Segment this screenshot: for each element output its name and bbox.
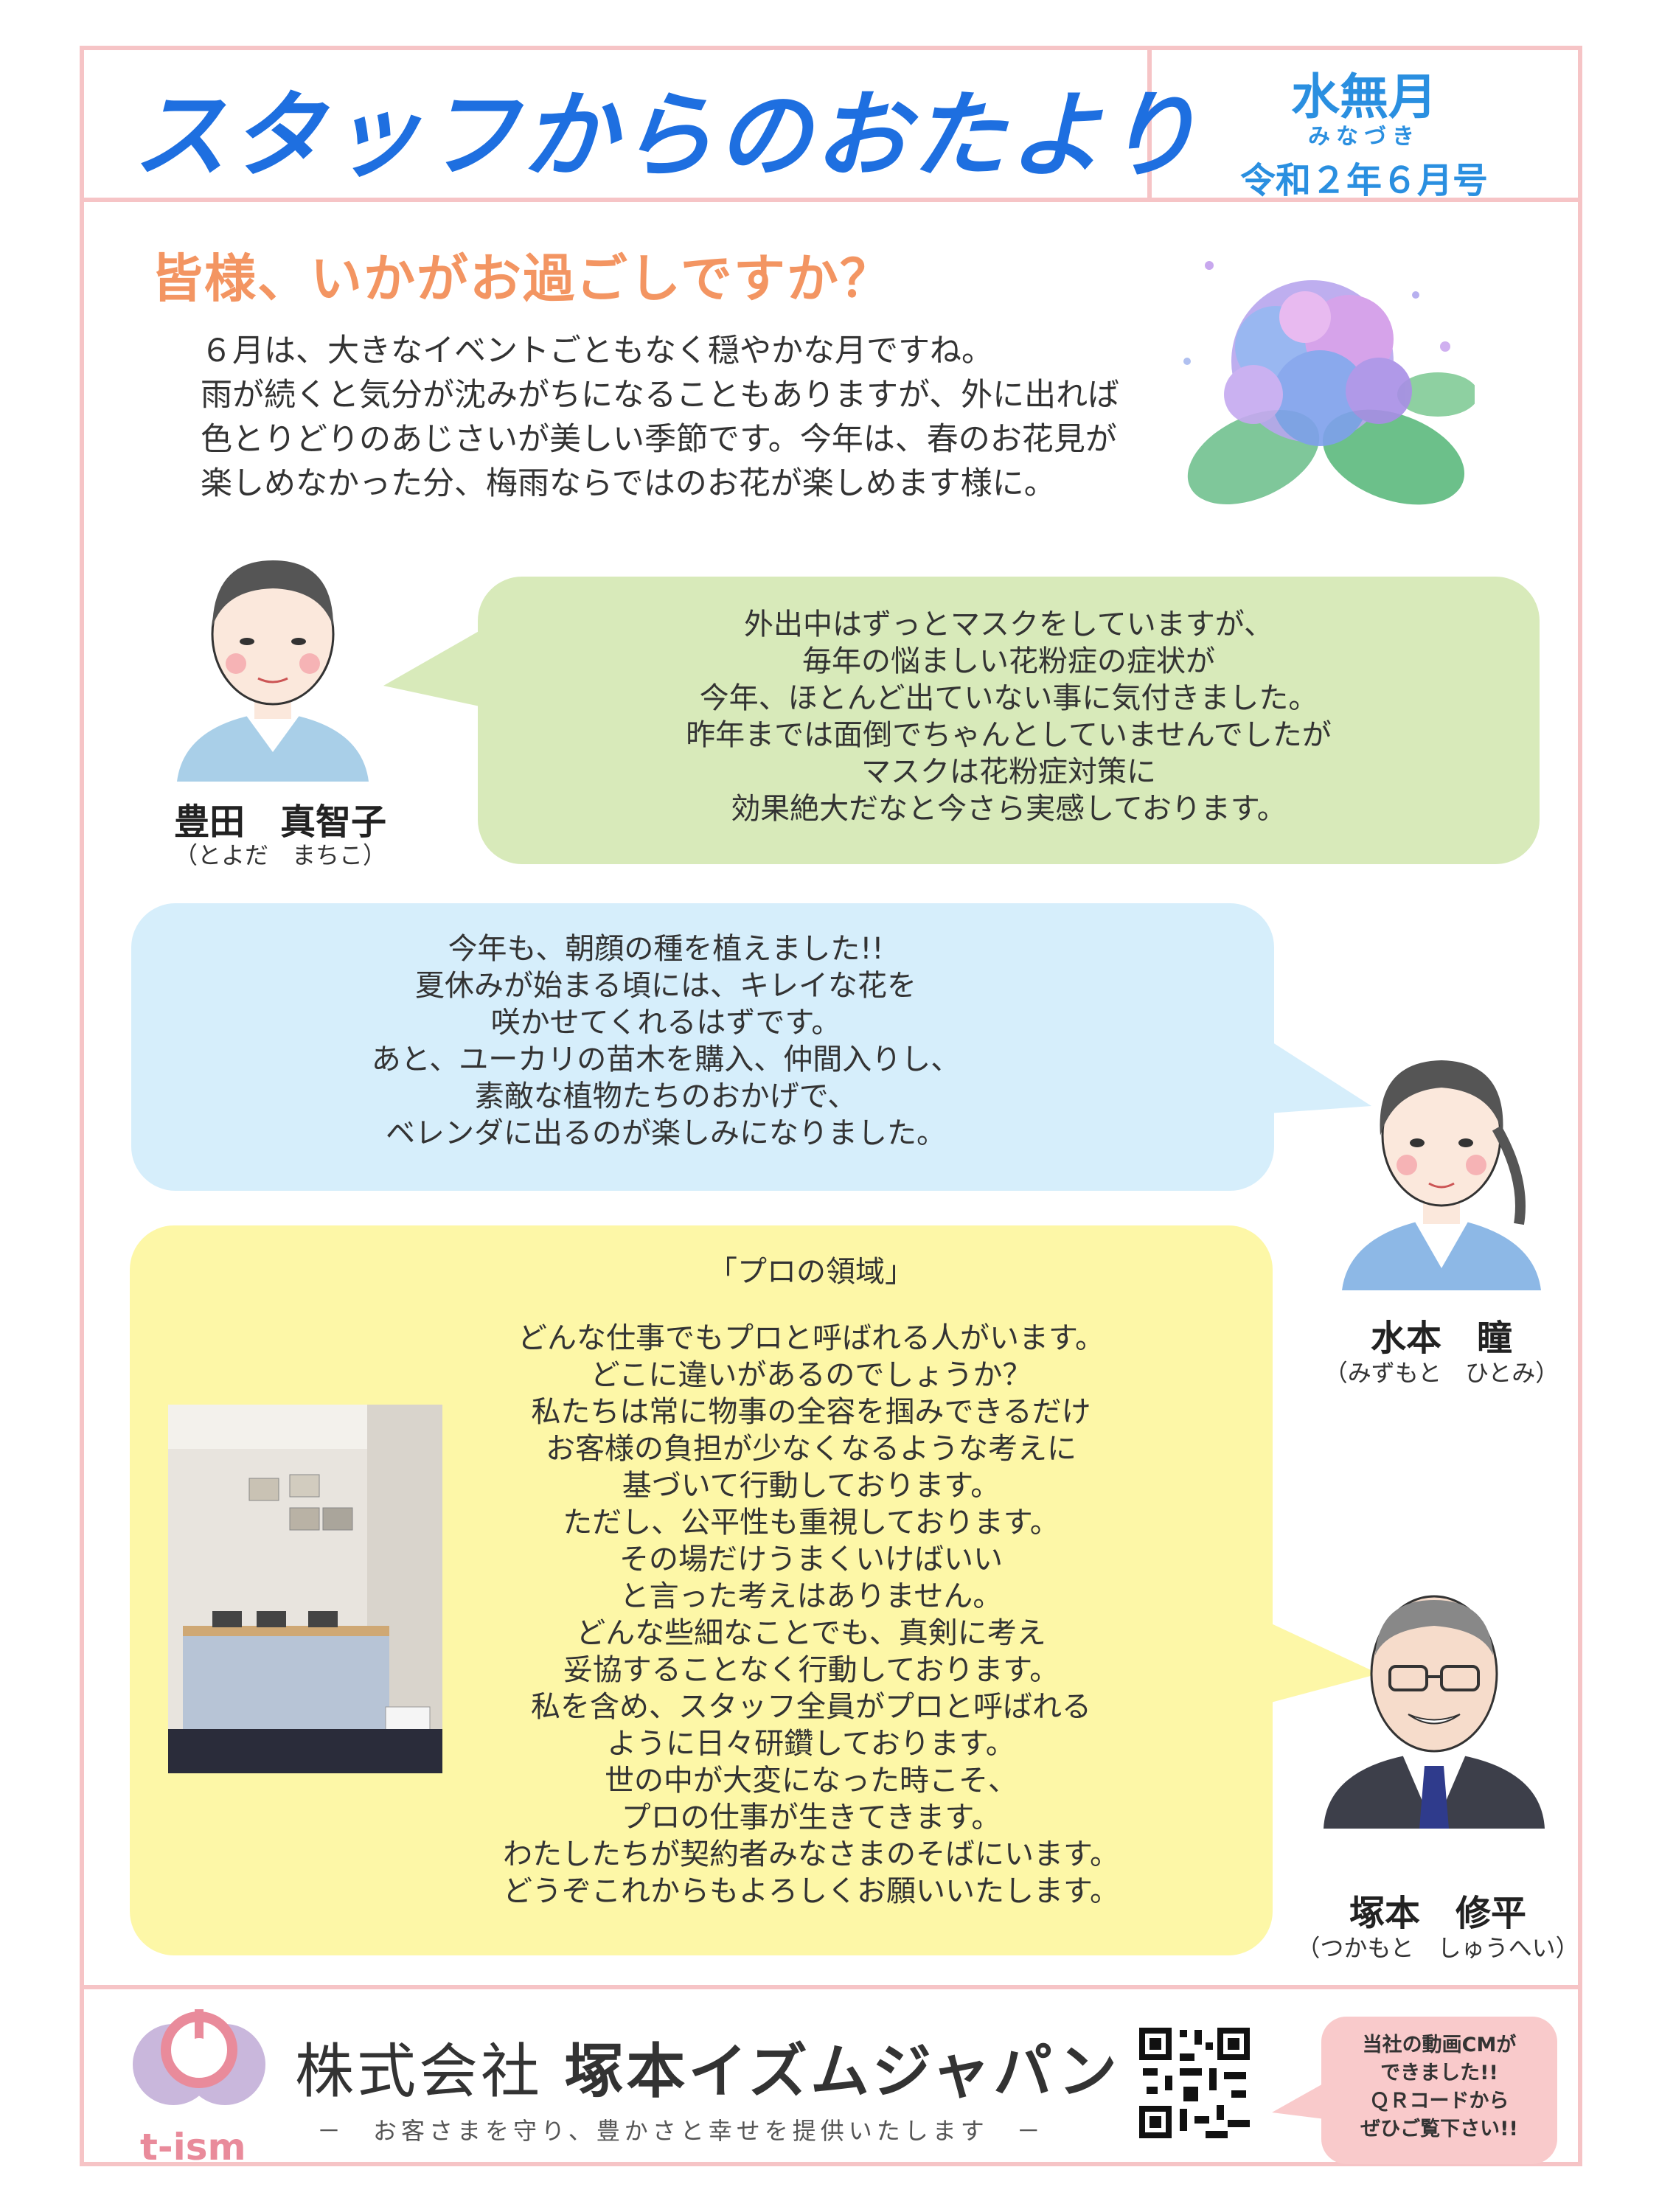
staff-name: 豊田 真智子 bbox=[173, 801, 386, 843]
message-line: ベレンダに出るのが楽しみになりました。 bbox=[386, 1116, 946, 1150]
intro-line: 雨が続くと気分が沈みがちになることもありますが、外に出れば bbox=[201, 377, 1120, 414]
speech-tail bbox=[383, 627, 487, 708]
message-line: 昨年までは面倒でちゃんとしていませんでしたが bbox=[686, 718, 1332, 752]
message-toyoda: 外出中はずっとマスクをしていますが、 毎年の悩ましい花粉症の症状が 今年、ほとん… bbox=[478, 606, 1540, 827]
intro-line: 楽しめなかった分、梅雨ならではのお花が楽しめます様に。 bbox=[201, 465, 1056, 502]
message-line: 外出中はずっとマスクをしていますが、 bbox=[744, 608, 1273, 641]
page-title: スタッフからのおたより bbox=[133, 81, 1202, 191]
intro-text: ６月は、大きなイベントごともなく穏やかな月ですね。 雨が続くと気分が沈みがちにな… bbox=[201, 329, 1119, 506]
company-main-name: 塚本イズムジャパン bbox=[564, 2037, 1121, 2106]
message-line: 私を含め、スタッフ全員がプロと呼ばれる bbox=[531, 1690, 1091, 1724]
hydrangea-icon bbox=[1183, 261, 1475, 505]
message-line: お客様の負担が少なくなるような考えに bbox=[546, 1432, 1077, 1466]
message-line: 私たちは常に物事の全容を掴みできるだけ bbox=[531, 1395, 1091, 1429]
message-line: プロの仕事が生きてきます。 bbox=[621, 1801, 1001, 1834]
message-tsukamoto: どんな仕事でもプロと呼ばれる人がいます。 どこに違いがあるのでしょうか？ 私たち… bbox=[442, 1320, 1180, 1910]
page-frame bbox=[80, 46, 1582, 2166]
speech-bubble-mizumoto bbox=[131, 903, 1274, 1191]
company-prefix: 株式会社 bbox=[295, 2037, 543, 2106]
message-heading: 「プロの領域」 bbox=[708, 1255, 914, 1289]
message-line: 今年も、朝顔の種を植えました!! bbox=[448, 932, 884, 966]
staff-name: 塚本 修平 bbox=[1349, 1893, 1526, 1934]
message-line: その場だけうまくいけばいい bbox=[619, 1543, 1003, 1576]
message-mizumoto: 今年も、朝顔の種を植えました!! 夏休みが始まる頃には、キレイな花を 咲かせてく… bbox=[131, 931, 1200, 1152]
office-photo bbox=[168, 1405, 442, 1773]
avatar-tsukamoto bbox=[1324, 1595, 1545, 1829]
staff-reading: （とよだ まちこ） bbox=[173, 841, 386, 869]
message-line: あと、ユーカリの苗木を購入、仲間入りし、 bbox=[371, 1043, 961, 1077]
company-slogan: － お客さまを守り、豊かさと幸せを提供いたします － bbox=[317, 2117, 1045, 2145]
staff-name: 水本 瞳 bbox=[1370, 1318, 1512, 1359]
message-line: どんな些細なことでも、真剣に考え bbox=[576, 1616, 1046, 1650]
message-line: わたしたちが契約者みなさまのそばにいます。 bbox=[503, 1837, 1119, 1871]
message-line: 素敵な植物たちのおかげで、 bbox=[474, 1079, 858, 1113]
message-line: 今年、ほとんど出ていない事に気付きました。 bbox=[699, 681, 1318, 715]
staff-reading: （つかもと しゅうへい） bbox=[1296, 1934, 1579, 1962]
speech-tail bbox=[1268, 1040, 1371, 1113]
message-line: どんな仕事でもプロと呼ばれる人がいます。 bbox=[518, 1321, 1105, 1355]
message-line: 夏休みが始まる頃には、キレイな花を bbox=[415, 969, 917, 1003]
speech-tail bbox=[1268, 1622, 1379, 1703]
message-line: どうぞこれからもよろしくお願いいたします。 bbox=[503, 1874, 1119, 1908]
qr-code-icon[interactable] bbox=[1135, 2024, 1253, 2142]
footer-divider bbox=[80, 1985, 1582, 1989]
speech-bubble-toyoda bbox=[478, 577, 1540, 864]
qr-note-line: 当社の動画CMが bbox=[1362, 2034, 1517, 2056]
qr-note-line: ＱＲコードから bbox=[1369, 2090, 1509, 2112]
staff-reading: （みずもと ひとみ） bbox=[1324, 1359, 1559, 1387]
message-line: 咲かせてくれるはずです。 bbox=[490, 1006, 841, 1040]
qr-note: 当社の動画CMが できました!! ＱＲコードから ぜひご覧下さい!! bbox=[1321, 2017, 1557, 2164]
logo-text: t-ism bbox=[140, 2126, 246, 2168]
message-line: 妥協することなく行動しております。 bbox=[563, 1653, 1060, 1687]
message-line: 効果絶大だなと今さら実感しております。 bbox=[731, 792, 1287, 826]
intro-line: ６月は、大きなイベントごともなく穏やかな月ですね。 bbox=[201, 333, 993, 369]
message-line: 毎年の悩ましい花粉症の症状が bbox=[802, 644, 1215, 678]
month-reading: みなづき bbox=[1308, 124, 1420, 150]
avatar-toyoda bbox=[177, 560, 369, 782]
issue-date: 令和２年６月号 bbox=[1239, 160, 1488, 201]
intro-line: 色とりどりのあじさいが美しい季節です。今年は、春のお花見が bbox=[201, 421, 1117, 458]
avatar-mizumoto bbox=[1342, 1060, 1541, 1290]
header-divider bbox=[80, 198, 1582, 202]
message-line: マスクは花粉症対策に bbox=[861, 755, 1156, 789]
message-line: 基づいて行動しております。 bbox=[622, 1469, 1001, 1503]
company-logo-icon bbox=[133, 2009, 265, 2105]
qr-note-line: できました!! bbox=[1380, 2062, 1498, 2084]
header-column-divider bbox=[1147, 46, 1152, 202]
message-line: と言った考えはありません。 bbox=[619, 1579, 1003, 1613]
month-name: 水無月 bbox=[1291, 69, 1437, 125]
message-line: ように日々研鑽しております。 bbox=[607, 1727, 1015, 1761]
greeting-heading: 皆様、いかがお過ごしですか？ bbox=[151, 248, 893, 309]
message-line: どこに違いがあるのでしょうか？ bbox=[590, 1358, 1032, 1392]
qr-note-line: ぜひご覧下さい!! bbox=[1360, 2118, 1518, 2140]
company-name: 株式会社 塚本イズムジャパン bbox=[295, 2024, 1120, 2110]
message-line: 世の中が大変になった時こそ、 bbox=[605, 1764, 1018, 1798]
speech-tail bbox=[1272, 2079, 1331, 2120]
message-line: ただし、公平性も重視しております。 bbox=[563, 1506, 1060, 1540]
